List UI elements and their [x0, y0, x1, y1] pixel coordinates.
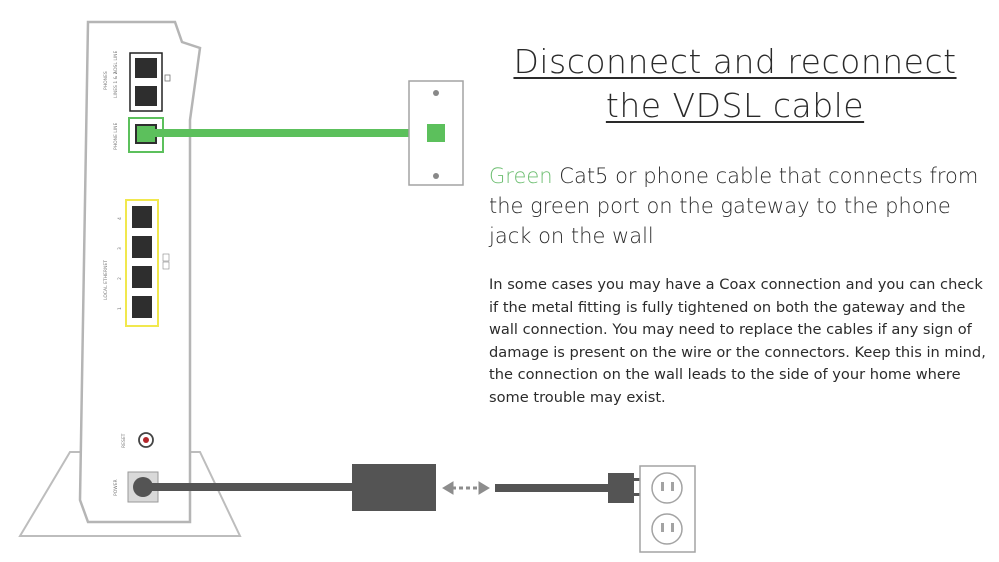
ethernet-port-2[interactable]	[132, 266, 152, 288]
outlet-socket-bottom	[651, 513, 683, 545]
phone-port-small-icon	[164, 74, 171, 82]
green-plug-wall	[427, 124, 445, 142]
label-port-4: 4	[117, 217, 123, 220]
wall-jack-screw-top	[433, 90, 439, 96]
outlet-plug	[608, 473, 634, 503]
power-adapter	[352, 464, 436, 511]
ethernet-port-4[interactable]	[132, 206, 152, 228]
wall-jack-screw-bottom	[433, 173, 439, 179]
label-port-3: 3	[117, 247, 123, 250]
label-phones: PHONES	[103, 71, 109, 90]
page-title: Disconnect and reconnect the VDSL cable	[480, 40, 990, 128]
label-phone-line: PHONE LINE	[113, 123, 119, 150]
outlet-slots	[661, 482, 674, 532]
ethernet-port-1[interactable]	[132, 296, 152, 318]
green-highlight: Green	[489, 164, 553, 188]
ethernet-ports	[132, 206, 152, 318]
label-port-2: 2	[117, 277, 123, 280]
title-line-1: Disconnect and reconnect	[513, 42, 957, 81]
label-local-ethernet: LOCAL ETHERNET	[103, 260, 109, 300]
ethernet-port-3[interactable]	[132, 236, 152, 258]
ethernet-icon	[162, 253, 170, 270]
phones-port-group	[129, 52, 163, 112]
label-lines: LINES 1 & 2	[113, 71, 119, 98]
label-port-1: 1	[117, 307, 123, 310]
label-power: POWER	[113, 479, 119, 496]
coax-note: In some cases you may have a Coax connec…	[489, 276, 986, 406]
title-line-2: the VDSL cable	[605, 86, 865, 125]
reset-button-center	[143, 437, 149, 443]
label-adsl-line: ADSL LINE	[113, 50, 119, 74]
label-reset: RESET	[121, 433, 127, 448]
outlet-socket-top	[651, 472, 683, 504]
cable-description-text: Cat5 or phone cable that connects from t…	[489, 164, 979, 248]
disconnect-arrow	[442, 481, 490, 495]
cable-description: Green Cat5 or phone cable that connects …	[489, 161, 989, 251]
